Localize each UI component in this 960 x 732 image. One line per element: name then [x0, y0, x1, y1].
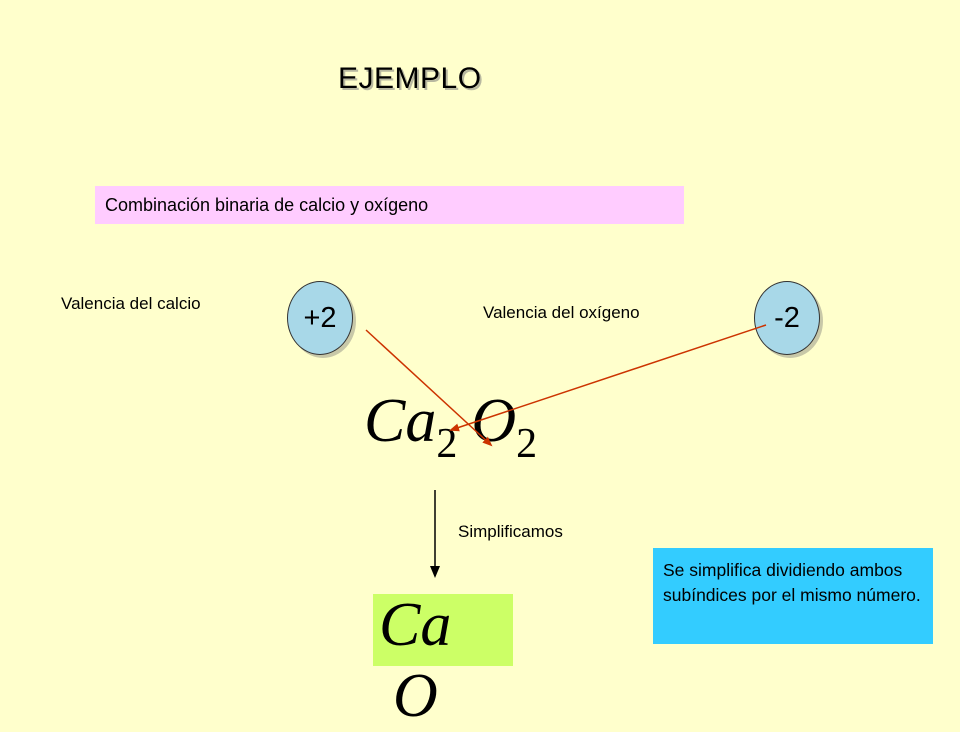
formula-subscript-calcium: 2 [436, 421, 458, 467]
combination-label-box: Combinación binaria de calcio y oxígeno [95, 186, 684, 224]
formula-element-calcium: Ca [364, 387, 437, 455]
simplified-formula-box: Ca O [373, 591, 513, 730]
oxygen-valence-label: Valencia del oxígeno [483, 303, 640, 322]
calcium-valence-circle: +2 [287, 281, 353, 355]
simplify-step-label: Simplificamos [458, 522, 563, 541]
combination-label: Combinación binaria de calcio y oxígeno [105, 195, 429, 215]
calcium-valence-label: Valencia del calcio [61, 294, 201, 313]
formula-subscript-oxygen: 2 [516, 421, 538, 467]
unsimplified-formula: Ca2 O2 [364, 386, 537, 467]
oxygen-valence-circle: -2 [754, 281, 820, 355]
slide-title: EJEMPLO [338, 62, 482, 95]
explanation-note-box: Se simplifica dividiendo ambos subíndice… [653, 548, 933, 644]
cross-arrow-calcium [365, 329, 493, 447]
explanation-note: Se simplifica dividiendo ambos subíndice… [663, 560, 921, 605]
simplified-formula: Ca O [379, 590, 513, 732]
oxygen-valence-value: -2 [774, 301, 800, 334]
result-element-oxygen: O [393, 662, 438, 730]
calcium-valence-value: +2 [303, 301, 337, 334]
cross-arrow-oxygen [449, 324, 767, 432]
result-element-calcium: Ca [379, 591, 452, 659]
